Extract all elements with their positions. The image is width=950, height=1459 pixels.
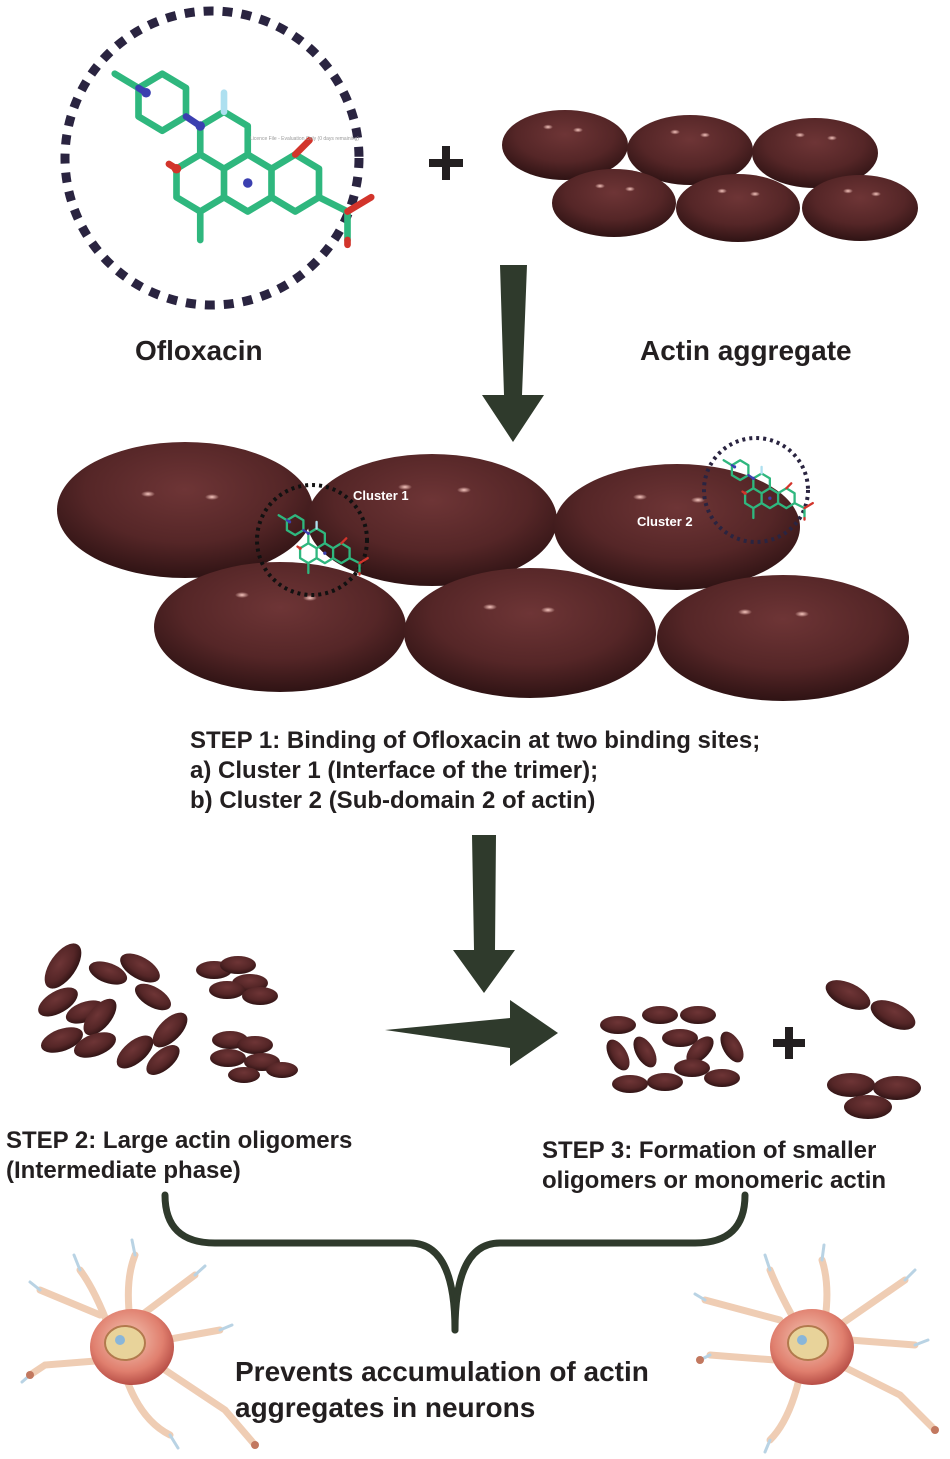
conclusion-line-1: Prevents accumulation of actin <box>235 1356 649 1387</box>
binding-site-cluster-2 <box>702 436 814 544</box>
conclusion-text: Prevents accumulation of actin aggregate… <box>235 1354 649 1426</box>
actin-monomer <box>676 174 800 242</box>
step-1-line-1: STEP 1: Binding of Ofloxacin at two bind… <box>190 727 761 754</box>
bracket <box>161 1191 749 1334</box>
monomeric-actin <box>825 980 921 1119</box>
actin-monomer <box>627 115 753 185</box>
step-3-line-2: oligomers or monomeric actin <box>542 1167 887 1194</box>
actin-aggregate-top <box>502 110 918 242</box>
actin-monomer <box>307 454 557 586</box>
small-actin-oligomers <box>600 1006 744 1093</box>
step-3-text: STEP 3: Formation of smaller oligomers o… <box>542 1136 886 1196</box>
step-2-text: STEP 2: Large actin oligomers (Intermedi… <box>6 1126 352 1186</box>
step-1-line-2: a) Cluster 1 (Interface of the trimer); <box>190 757 599 784</box>
plus-sign <box>773 1027 805 1059</box>
actin-monomer <box>552 169 676 237</box>
cluster-2-label: Cluster 2 <box>637 514 693 529</box>
actin-monomer <box>752 118 878 188</box>
large-actin-oligomers <box>38 943 298 1083</box>
actin-monomer <box>57 442 313 578</box>
actin-aggregate-label: Actin aggregate <box>640 335 852 366</box>
step-1-text: STEP 1: Binding of Ofloxacin at two bind… <box>190 726 760 816</box>
svg-text:Licence File - Evaluation Only: Licence File - Evaluation Only (0 days r… <box>250 136 359 142</box>
ofloxacin-label: Ofloxacin <box>135 335 263 366</box>
plus-sign <box>429 146 463 180</box>
neuron-left <box>20 1238 259 1450</box>
actin-monomer <box>154 562 406 692</box>
step-2-line-2: (Intermediate phase) <box>6 1157 241 1184</box>
conclusion-line-2: aggregates in neurons <box>235 1392 536 1423</box>
actin-monomer <box>657 575 909 701</box>
actin-monomer <box>404 568 656 698</box>
cluster-1-label: Cluster 1 <box>353 488 409 503</box>
neuron-right <box>693 1243 939 1454</box>
actin-monomer <box>554 464 800 590</box>
down-arrow-2 <box>453 835 515 993</box>
down-arrow-1 <box>482 265 544 442</box>
right-arrow <box>385 1000 558 1066</box>
step-3-line-1: STEP 3: Formation of smaller <box>542 1137 877 1164</box>
actin-monomer <box>802 175 918 241</box>
ofloxacin-molecule: Licence File - Evaluation Only (0 days r… <box>60 6 371 310</box>
step-1-line-3: b) Cluster 2 (Sub-domain 2 of actin) <box>190 787 596 814</box>
actin-monomer <box>502 110 628 180</box>
step-2-line-1: STEP 2: Large actin oligomers <box>6 1127 353 1154</box>
actin-aggregate-large <box>57 442 909 701</box>
binding-site-cluster-1 <box>255 483 369 597</box>
